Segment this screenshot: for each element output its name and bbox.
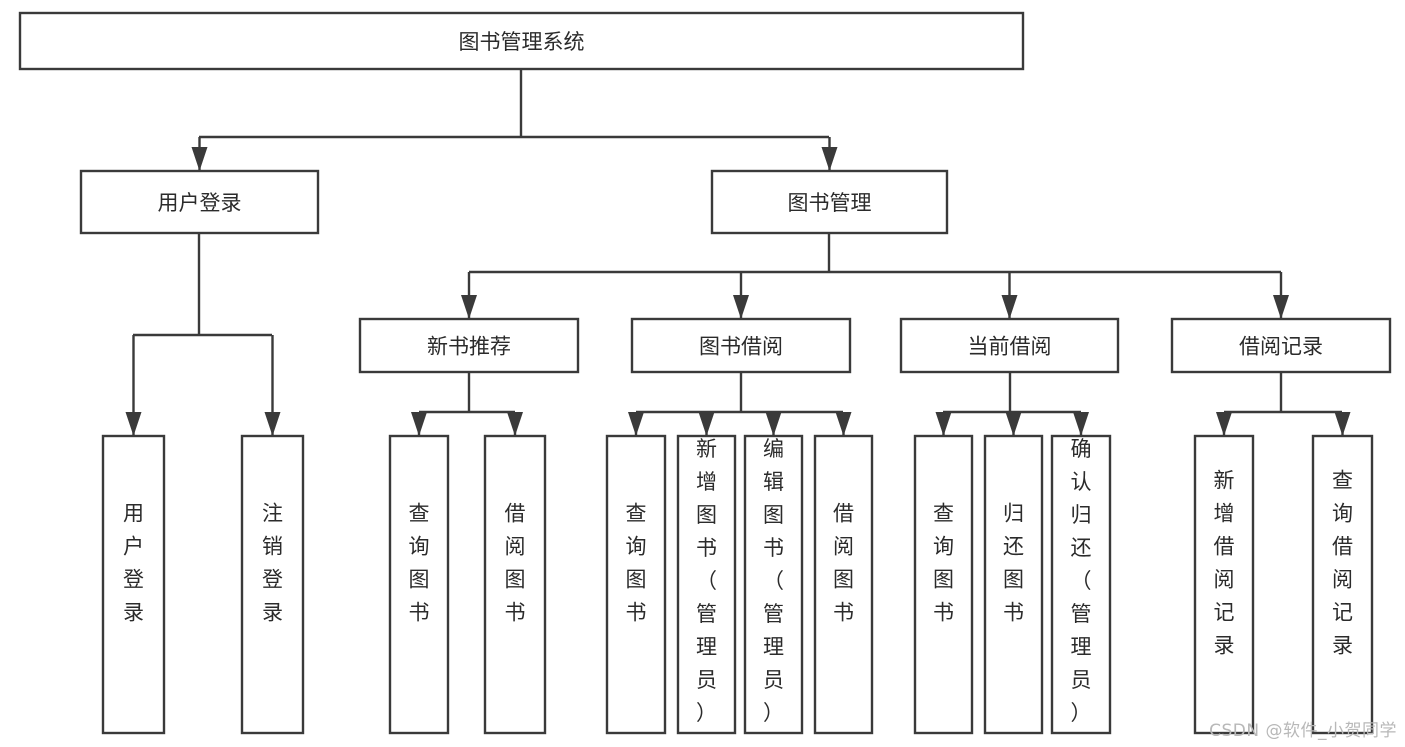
arrow-head-icon xyxy=(1001,295,1018,319)
node-label-leaf-record-add: 新增借阅记录 xyxy=(1214,469,1235,658)
node-box-book-manage[interactable] xyxy=(710,169,949,235)
node-root[interactable]: 图书管理系统 xyxy=(18,11,1025,71)
nodes-layer: 图书管理系统用户登录图书管理新书推荐图书借阅当前借阅借阅记录用户登录注销登录查询… xyxy=(18,11,1392,735)
node-label-leaf-current-confirm-return: 确认归还（管理员） xyxy=(1071,437,1092,725)
node-label-user-login: 用户登录 xyxy=(158,191,242,215)
arrow-head-icon xyxy=(935,412,952,436)
arrow-head-icon xyxy=(1073,412,1089,436)
node-user-login[interactable]: 用户登录 xyxy=(79,169,320,235)
node-label-leaf-borrow-query-book: 查询图书 xyxy=(626,502,647,625)
arrow-head-icon xyxy=(125,412,142,436)
arrow-head-icon xyxy=(507,412,523,436)
arrow-head-icon xyxy=(1005,412,1022,436)
arrow-head-icon xyxy=(191,147,208,171)
node-label-leaf-user-logout: 注销登录 xyxy=(262,502,283,625)
arrow-head-icon xyxy=(411,412,427,436)
node-label-leaf-user-login: 用户登录 xyxy=(123,502,144,625)
node-borrow-record[interactable]: 借阅记录 xyxy=(1170,317,1392,374)
node-leaf-record-add[interactable]: 新增借阅记录 xyxy=(1193,434,1255,735)
node-box-leaf-current-confirm-return[interactable] xyxy=(1050,434,1112,735)
node-label-leaf-rec-query-book: 查询图书 xyxy=(409,502,430,625)
arrow-head-icon xyxy=(264,412,281,436)
connectors-layer xyxy=(125,69,1351,436)
node-box-leaf-record-add[interactable] xyxy=(1193,434,1255,735)
node-box-leaf-borrow-borrow-book[interactable] xyxy=(813,434,874,735)
node-new-book-rec[interactable]: 新书推荐 xyxy=(358,317,580,374)
node-book-manage[interactable]: 图书管理 xyxy=(710,169,949,235)
node-box-leaf-user-logout[interactable] xyxy=(240,434,305,735)
node-label-current-borrow: 当前借阅 xyxy=(968,335,1052,359)
arrow-head-icon xyxy=(461,295,477,319)
node-box-leaf-rec-query-book[interactable] xyxy=(388,434,450,735)
node-label-book-borrow: 图书借阅 xyxy=(699,335,783,359)
node-box-root[interactable] xyxy=(18,11,1025,71)
arrow-head-icon xyxy=(835,412,852,436)
node-leaf-rec-borrow-book[interactable]: 借阅图书 xyxy=(483,434,547,735)
node-label-leaf-borrow-add-book: 新增图书（管理员） xyxy=(696,437,717,725)
node-leaf-borrow-query-book[interactable]: 查询图书 xyxy=(605,434,667,735)
node-label-leaf-borrow-borrow-book: 借阅图书 xyxy=(833,502,854,625)
node-leaf-borrow-add-book[interactable]: 新增图书（管理员） xyxy=(676,434,737,735)
node-box-book-borrow[interactable] xyxy=(630,317,852,374)
node-leaf-user-login[interactable]: 用户登录 xyxy=(101,434,166,735)
node-label-borrow-record: 借阅记录 xyxy=(1239,335,1323,359)
node-box-leaf-borrow-add-book[interactable] xyxy=(676,434,737,735)
arrow-head-icon xyxy=(821,147,838,171)
node-book-borrow[interactable]: 图书借阅 xyxy=(630,317,852,374)
arrow-head-icon xyxy=(1334,412,1351,436)
node-box-leaf-current-query-book[interactable] xyxy=(913,434,974,735)
node-leaf-current-query-book[interactable]: 查询图书 xyxy=(913,434,974,735)
node-label-leaf-current-return-book: 归还图书 xyxy=(1003,502,1024,625)
node-box-current-borrow[interactable] xyxy=(899,317,1120,374)
node-box-leaf-borrow-query-book[interactable] xyxy=(605,434,667,735)
arrow-head-icon xyxy=(1273,295,1289,319)
node-leaf-rec-query-book[interactable]: 查询图书 xyxy=(388,434,450,735)
node-leaf-record-query[interactable]: 查询借阅记录 xyxy=(1311,434,1374,735)
arrow-head-icon xyxy=(733,295,749,319)
node-leaf-current-confirm-return[interactable]: 确认归还（管理员） xyxy=(1050,434,1112,735)
node-box-leaf-borrow-edit-book[interactable] xyxy=(743,434,804,735)
arrow-head-icon xyxy=(698,412,715,436)
arrow-head-icon xyxy=(628,412,644,436)
node-label-new-book-rec: 新书推荐 xyxy=(427,335,511,359)
node-box-leaf-user-login[interactable] xyxy=(101,434,166,735)
node-box-leaf-record-query[interactable] xyxy=(1311,434,1374,735)
node-box-borrow-record[interactable] xyxy=(1170,317,1392,374)
node-box-leaf-rec-borrow-book[interactable] xyxy=(483,434,547,735)
node-label-root: 图书管理系统 xyxy=(459,30,585,54)
node-label-leaf-borrow-edit-book: 编辑图书（管理员） xyxy=(763,437,784,725)
node-box-new-book-rec[interactable] xyxy=(358,317,580,374)
node-label-leaf-record-query: 查询借阅记录 xyxy=(1332,469,1353,658)
node-leaf-borrow-borrow-book[interactable]: 借阅图书 xyxy=(813,434,874,735)
node-label-book-manage: 图书管理 xyxy=(788,191,872,215)
node-box-user-login[interactable] xyxy=(79,169,320,235)
node-label-leaf-current-query-book: 查询图书 xyxy=(933,502,954,625)
node-leaf-user-logout[interactable]: 注销登录 xyxy=(240,434,305,735)
node-current-borrow[interactable]: 当前借阅 xyxy=(899,317,1120,374)
node-leaf-borrow-edit-book[interactable]: 编辑图书（管理员） xyxy=(743,434,804,735)
csdn-watermark: CSDN @软件_小贺同学 xyxy=(1209,721,1397,741)
node-box-leaf-current-return-book[interactable] xyxy=(983,434,1044,735)
node-leaf-current-return-book[interactable]: 归还图书 xyxy=(983,434,1044,735)
arrow-head-icon xyxy=(1216,412,1232,436)
arrow-head-icon xyxy=(765,412,782,436)
node-label-leaf-rec-borrow-book: 借阅图书 xyxy=(505,502,526,625)
